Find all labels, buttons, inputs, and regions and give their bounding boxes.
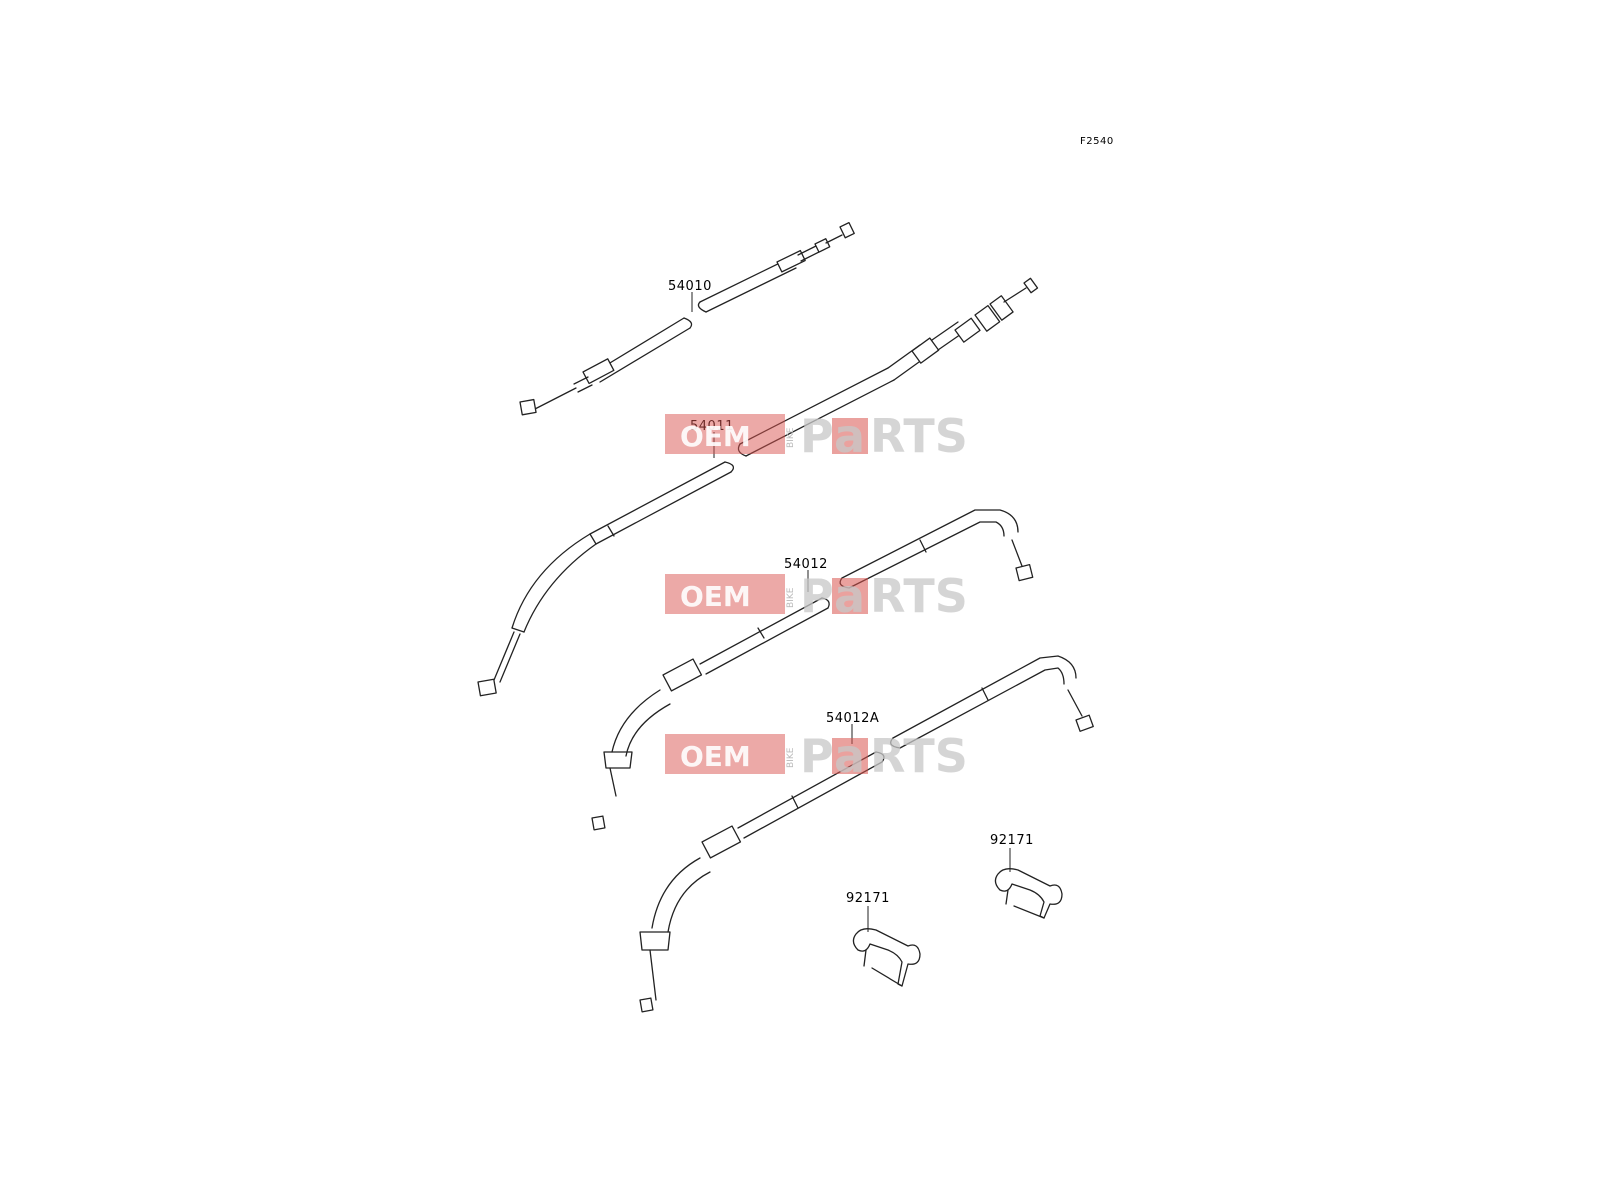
svg-text:RTS: RTS xyxy=(870,729,968,783)
svg-text:OEM: OEM xyxy=(680,740,751,773)
watermark-3: OEM BIKE P a RTS xyxy=(665,729,968,783)
svg-text:a: a xyxy=(834,569,865,623)
svg-text:a: a xyxy=(834,729,865,783)
watermark-2: OEM BIKE P a RTS xyxy=(665,569,968,623)
cable-54012[interactable]: 54012 xyxy=(591,509,1034,831)
svg-text:OEM: OEM xyxy=(680,420,751,453)
clamp-92171-right[interactable]: 92171 xyxy=(990,833,1063,919)
svg-text:RTS: RTS xyxy=(870,409,968,463)
cable-54010[interactable]: 54010 xyxy=(519,221,855,416)
callout-92171-right: 92171 xyxy=(990,833,1034,848)
svg-text:P: P xyxy=(800,729,834,783)
cable-54012a[interactable]: 54012A xyxy=(639,655,1094,1013)
svg-text:P: P xyxy=(800,569,834,623)
svg-text:RTS: RTS xyxy=(870,569,968,623)
watermark-1: OEM BIKE P a RTS xyxy=(665,409,968,463)
callout-54012: 54012 xyxy=(784,557,828,572)
callout-54010: 54010 xyxy=(668,279,712,294)
clamp-92171-left[interactable]: 92171 xyxy=(846,891,921,987)
svg-text:BIKE: BIKE xyxy=(786,427,796,448)
svg-text:P: P xyxy=(800,409,834,463)
callout-54012a: 54012A xyxy=(826,711,879,726)
callout-92171-left: 92171 xyxy=(846,891,890,906)
svg-text:BIKE: BIKE xyxy=(786,747,796,768)
svg-text:OEM: OEM xyxy=(680,580,751,613)
svg-text:BIKE: BIKE xyxy=(786,587,796,608)
svg-text:a: a xyxy=(834,409,865,463)
diagram-code: F2540 xyxy=(1080,136,1114,147)
